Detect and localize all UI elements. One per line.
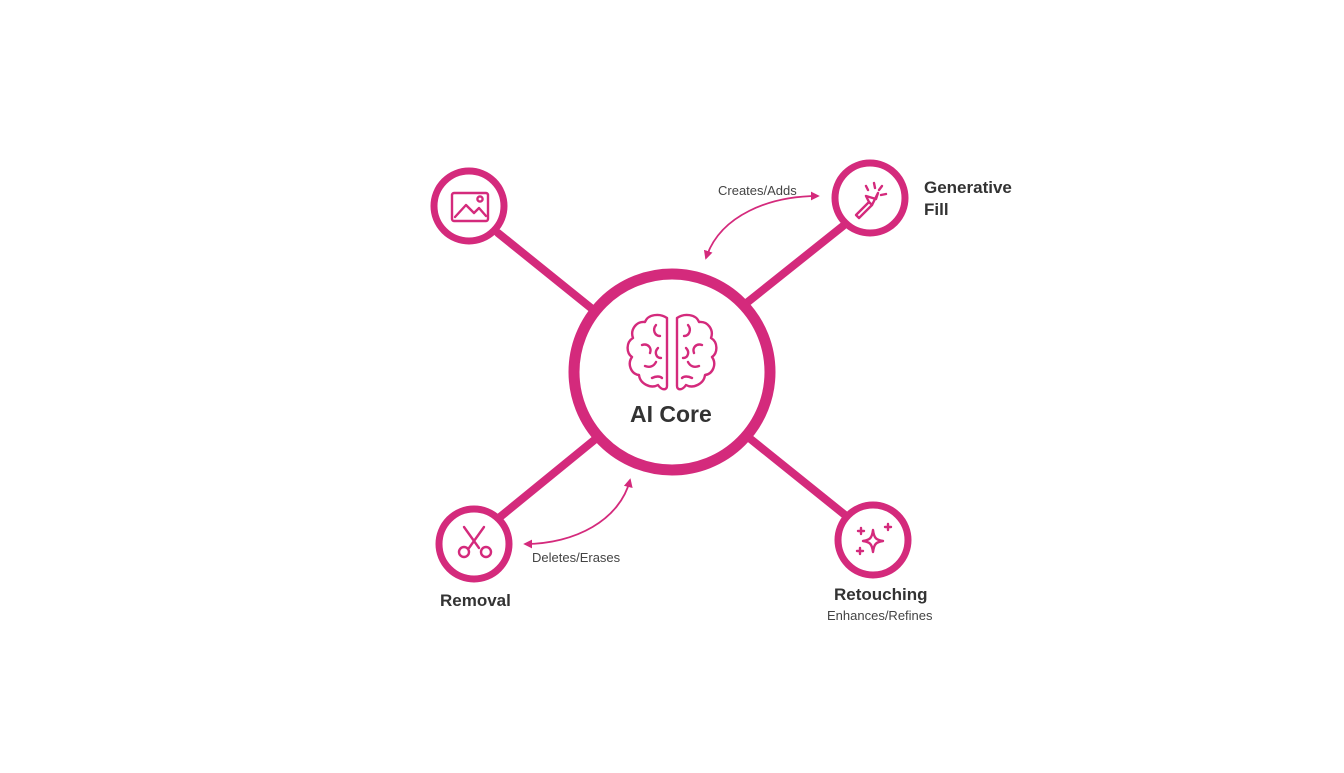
retouching-title: Retouching <box>834 585 928 604</box>
deletes-erases-label: Deletes/Erases <box>532 550 621 565</box>
retouching-subtitle: Enhances/Refines <box>827 608 933 623</box>
creates-adds-arrow <box>703 191 820 260</box>
deletes-erases-arrow <box>523 478 633 549</box>
sparkles-icon <box>855 522 893 556</box>
generative-fill-title-line2: Fill <box>924 200 949 219</box>
generative-fill-title-line1: Generative <box>924 178 1012 197</box>
connector-image <box>494 229 600 316</box>
removal-node[interactable] <box>435 505 513 583</box>
image-node[interactable] <box>430 167 508 245</box>
retouching-node[interactable] <box>834 501 912 579</box>
connector-retouching <box>744 433 849 519</box>
connectors <box>494 222 849 521</box>
image-icon <box>450 191 490 223</box>
magic-wand-icon <box>854 181 888 220</box>
connector-generative-fill <box>740 222 847 309</box>
ai-core-title: AI Core <box>630 401 712 427</box>
scissors-icon <box>457 525 493 559</box>
brain-icon <box>626 313 718 391</box>
removal-title: Removal <box>440 591 511 610</box>
creates-adds-label: Creates/Adds <box>718 183 797 198</box>
ai-core-node[interactable] <box>568 268 776 476</box>
connector-removal <box>496 433 602 521</box>
